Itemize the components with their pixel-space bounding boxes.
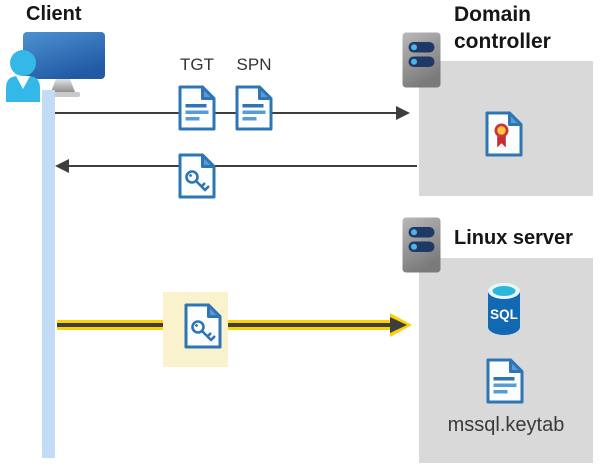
client-computer-icon <box>4 30 108 102</box>
client-lifeline <box>42 90 55 458</box>
linux-server-title: Linux server <box>454 227 573 249</box>
tgt-label: TGT <box>180 55 214 74</box>
auth-response-arrow <box>68 165 417 167</box>
sql-badge-text: SQL <box>490 307 518 322</box>
keytab-file-icon <box>485 356 525 406</box>
sql-connection-arrowhead-inner-icon <box>390 317 407 333</box>
keytab-file-label: mssql.keytab <box>447 414 565 436</box>
domain-controller-title: Domain controller <box>454 3 551 53</box>
auth-request-arrowhead-icon <box>396 106 410 120</box>
client-label: Client <box>26 3 82 25</box>
spn-label: SPN <box>236 55 272 74</box>
auth-response-arrowhead-icon <box>55 159 69 173</box>
keytab-key-icon <box>183 302 223 350</box>
spn-ticket-icon <box>234 84 274 132</box>
linux-server-icon <box>402 217 441 273</box>
tgt-ticket-icon <box>177 84 217 132</box>
certificate-icon <box>484 110 524 158</box>
sql-database-icon: SQL <box>487 282 521 336</box>
auth-request-arrow <box>55 112 398 114</box>
service-ticket-key-icon <box>177 152 217 200</box>
domain-controller-server-icon <box>402 32 441 88</box>
